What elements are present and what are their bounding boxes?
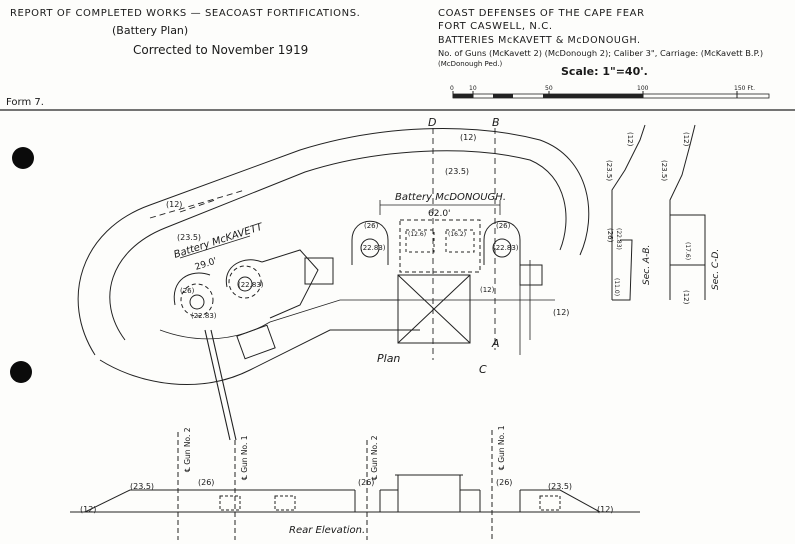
scale-tick: 10	[469, 85, 477, 92]
mcdonough-length: 62.0'	[428, 209, 451, 219]
punch-hole	[12, 147, 34, 169]
section-elevation: (17.6)	[684, 242, 691, 260]
elevation-label: (26)	[496, 222, 511, 230]
section-letter: D	[428, 116, 436, 129]
elevation-label: (23.5)	[445, 167, 469, 176]
section-letter: A	[491, 337, 500, 350]
rear-elevation-value: (23.5)	[548, 482, 572, 491]
rear-elevation-value: (23.5)	[130, 482, 154, 491]
plan-label: Plan	[377, 352, 400, 365]
section-lines	[149, 128, 496, 360]
rear-elevation-value: (12)	[80, 505, 96, 514]
elevation-label: (22.83)	[191, 312, 217, 320]
section-ab-label: Sec. A-B.	[642, 245, 652, 285]
scale-tick: 50	[545, 85, 553, 92]
elevation-label: (22.83)	[493, 244, 519, 252]
elevation-label: (16.2)	[448, 231, 466, 238]
scale-label: Scale: 1"=40'.	[561, 65, 648, 78]
mcdonough-emplacements	[304, 219, 543, 344]
scale-tick: 0	[450, 85, 454, 92]
carriage-note: (McDonough Ped.)	[438, 60, 503, 68]
section-elevation: (12)	[682, 290, 690, 305]
district-title: COAST DEFENSES OF THE CAPE FEAR	[438, 8, 645, 19]
elevation-label: (12)	[460, 133, 476, 142]
section-elevation: (12)	[682, 132, 690, 147]
section-elevation: (23.5)	[660, 160, 668, 181]
punch-hole	[10, 361, 32, 383]
section-elevation: (11.0)	[613, 278, 620, 296]
section-profiles	[611, 124, 706, 301]
rear-elevation-value: (26)	[358, 478, 374, 487]
section-elevation: (26)	[606, 228, 614, 243]
elevation-label: (12.6)	[408, 231, 426, 238]
form-label: Form 7.	[6, 97, 44, 108]
scale-tick: 150 Ft.	[734, 85, 755, 92]
batteries-name: BATTERIES McKAVETT & McDONOUGH.	[438, 35, 641, 46]
mckavett-emplacements	[173, 249, 319, 441]
fort-name: FORT CASWELL, N.C.	[438, 21, 553, 32]
battery-mcdonough-label: Battery McDONOUGH.	[395, 192, 506, 203]
elevation-label: (26)	[180, 287, 195, 295]
gun-label: ℄ Gun No. 2	[370, 435, 379, 480]
rear-elevation-value: (26)	[198, 478, 214, 487]
mckavett-length: 29.0'	[194, 256, 219, 272]
report-title: REPORT OF COMPLETED WORKS — SEACOAST FOR…	[10, 8, 361, 19]
dimension-lines	[179, 200, 501, 259]
rear-elevation-profile	[70, 430, 640, 540]
elevation-label: (26)	[364, 222, 379, 230]
elevation-label: (23.5)	[177, 233, 201, 242]
section-elevation: (22.83)	[615, 228, 622, 250]
rear-elevation-value: (26)	[496, 478, 512, 487]
elevation-label: (12)	[553, 308, 569, 317]
plan-type: (Battery Plan)	[112, 24, 189, 37]
elevation-label: (12)	[166, 200, 182, 209]
corrected-date: Corrected to November 1919	[133, 43, 309, 57]
scale-tick: 100	[637, 85, 649, 92]
elevation-label: (22.83)	[360, 244, 386, 252]
plan-outline	[77, 128, 590, 385]
scale-bar: 0 10 50 100 150 Ft.	[450, 85, 770, 99]
guns-info: No. of Guns (McKavett 2) (McDonough 2); …	[438, 48, 764, 58]
section-elevation: (23.5)	[605, 160, 613, 181]
gun-label: ℄ Gun No. 1	[497, 425, 506, 470]
rear-elevation-value: (12)	[597, 505, 613, 514]
section-letter: C	[479, 363, 487, 376]
section-elevation: (12)	[626, 132, 634, 147]
gun-label: ℄ Gun No. 1	[240, 435, 249, 480]
rear-elevation-title: Rear Elevation.	[289, 525, 365, 536]
section-cd-label: Sec. C-D.	[711, 249, 721, 290]
elevation-label: (12)	[480, 286, 495, 294]
elevation-label: (22.83)	[238, 281, 264, 289]
gun-label: ℄ Gun No. 2	[183, 427, 192, 472]
section-letter: B	[492, 116, 500, 129]
